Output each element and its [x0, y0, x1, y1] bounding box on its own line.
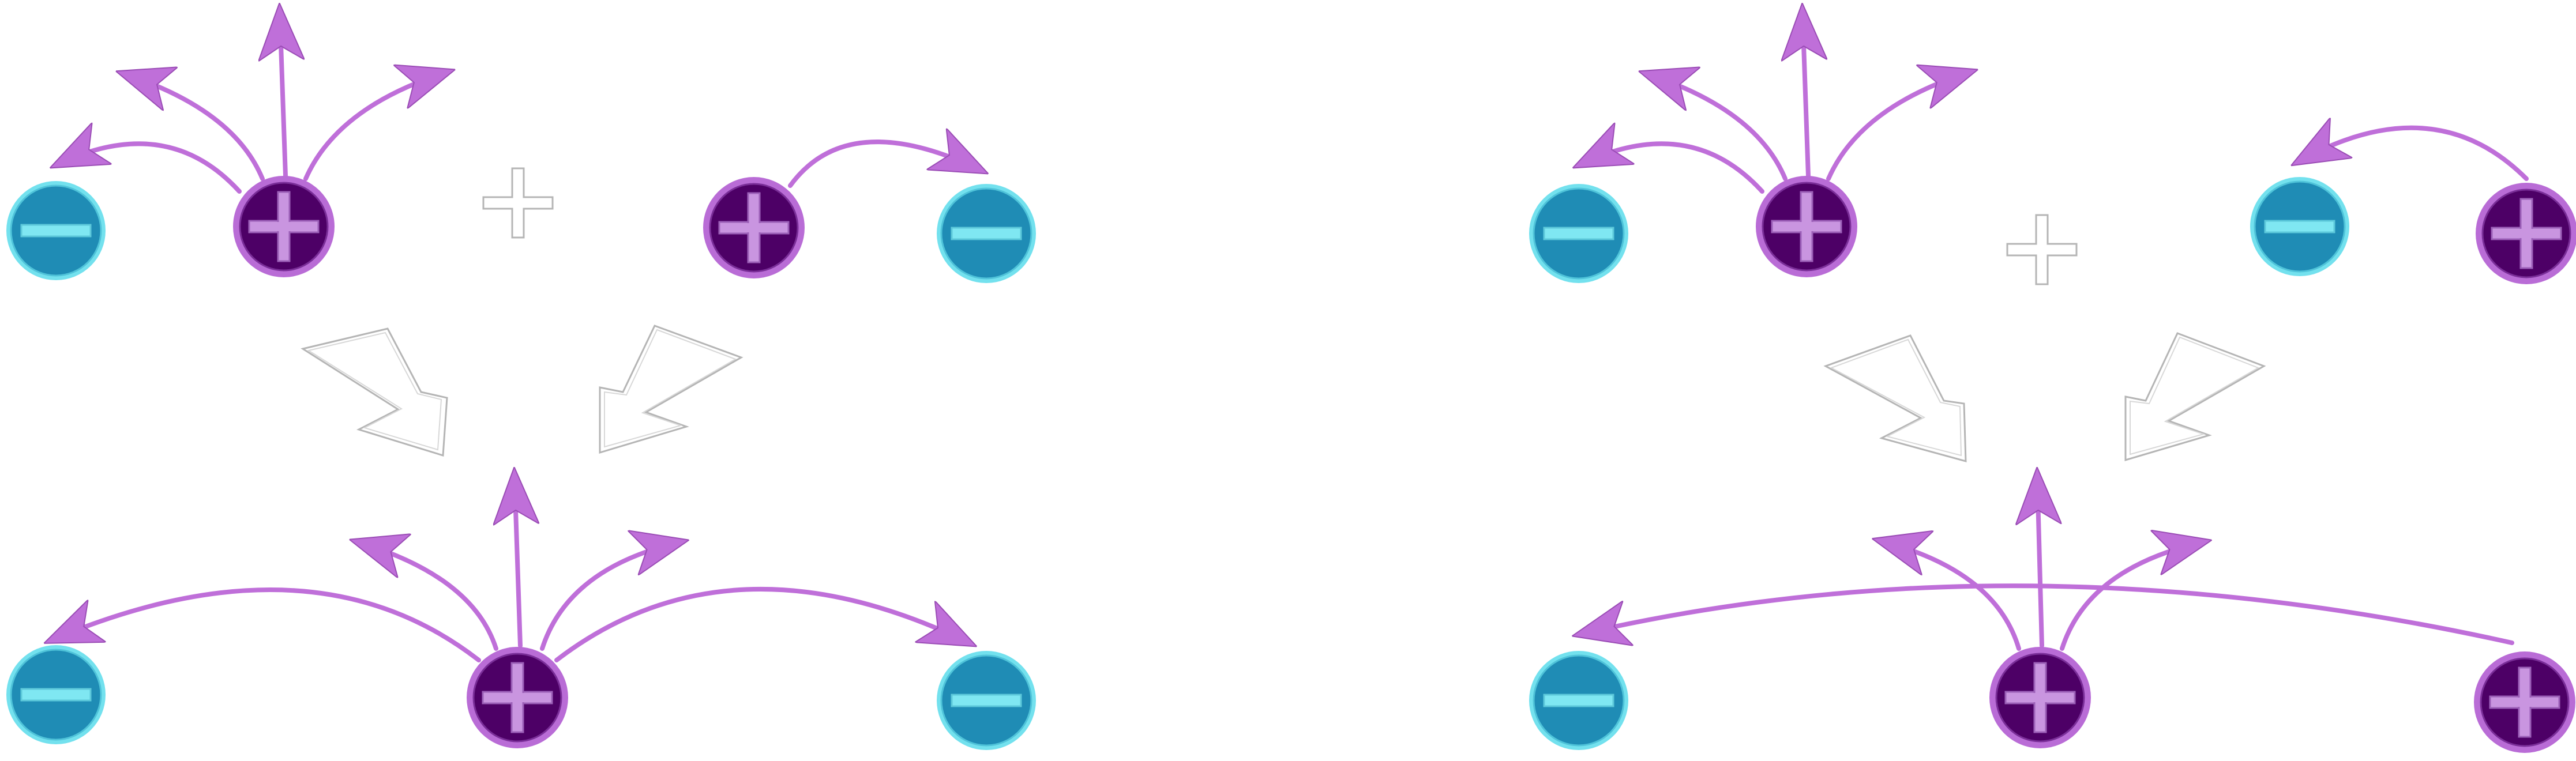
field-line: [280, 12, 286, 178]
left-panel: [6, 12, 1036, 750]
field-line: [2037, 476, 2042, 648]
field-line: [1647, 74, 1788, 181]
positive-charge: [233, 176, 335, 277]
field-line: [1826, 72, 1970, 181]
field-lines-top-right: [788, 142, 981, 188]
merge-arrow-right: [2124, 332, 2266, 462]
minus-sign: [1543, 694, 1614, 707]
field-line: [540, 542, 681, 651]
minus-sign: [951, 694, 1022, 707]
field-line: [554, 587, 969, 662]
merge-arrow-left: [1823, 334, 1967, 462]
field-line: [52, 587, 481, 662]
positive-charge: [2474, 651, 2575, 753]
field-line: [1880, 541, 2021, 651]
field-line: [358, 542, 498, 651]
combine-plus-icon: [2006, 214, 2078, 285]
positive-charge: [1756, 176, 1857, 277]
negative-charge: [6, 181, 106, 280]
minus-sign: [1543, 227, 1614, 240]
merge-arrow-right: [599, 325, 743, 454]
field-line: [2060, 542, 2203, 651]
field-line: [124, 74, 265, 181]
field-line: [2299, 128, 2529, 181]
minus-sign: [951, 227, 1022, 240]
field-line: [515, 476, 520, 648]
negative-charge: [937, 184, 1036, 283]
field-line: [1580, 583, 2514, 643]
negative-charge: [1529, 651, 1628, 750]
positive-charge: [467, 647, 568, 748]
positive-charge: [703, 177, 805, 278]
field-lines-bottom-left: [52, 476, 969, 662]
field-lines-top-left: [1580, 12, 1970, 194]
field-line: [1803, 12, 1808, 178]
merge-arrow-left: [301, 327, 448, 457]
field-lines-top-right: [2299, 128, 2529, 181]
negative-charge: [937, 651, 1036, 750]
minus-sign: [20, 688, 92, 702]
field-line: [1580, 144, 1764, 194]
negative-charge: [1529, 184, 1628, 283]
minus-sign: [2264, 220, 2335, 233]
field-lines-top-left: [58, 12, 447, 194]
field-line: [58, 144, 242, 194]
positive-charge: [2476, 183, 2576, 284]
combine-plus-icon: [482, 167, 554, 239]
right-panel: [1529, 12, 2576, 753]
field-line: [303, 72, 447, 181]
minus-sign: [20, 224, 92, 238]
positive-charge: [1989, 647, 2091, 748]
field-lines-bottom: [1580, 476, 2514, 651]
negative-charge: [6, 645, 106, 744]
negative-charge: [2250, 177, 2349, 276]
field-line: [788, 142, 981, 188]
